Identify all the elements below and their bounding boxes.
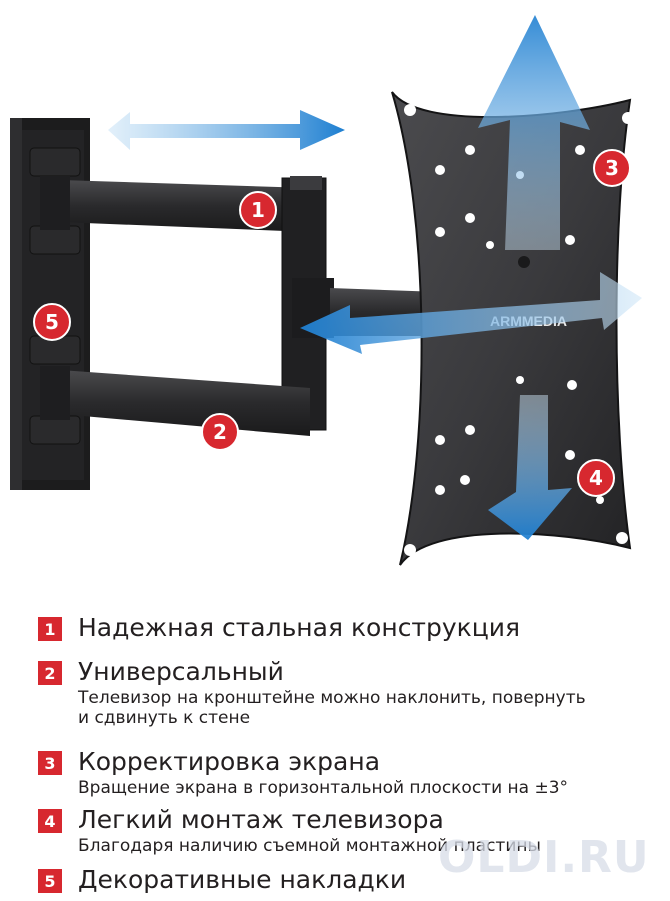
- svg-text:1: 1: [251, 198, 265, 222]
- feature-number-badge: 2: [38, 661, 62, 685]
- feature-item-1: 1 Надежная стальная конструкция: [38, 612, 668, 650]
- svg-text:3: 3: [605, 156, 619, 180]
- tilt-up-arrow: [478, 15, 590, 250]
- svg-text:2: 2: [213, 420, 227, 444]
- feature-description: Вращение экрана в горизонтальной плоскос…: [78, 778, 569, 798]
- callout-4: 4: [577, 459, 615, 497]
- feature-number-badge: 1: [38, 617, 62, 641]
- feature-number-badge: 3: [38, 751, 62, 775]
- feature-item-3: 3 Корректировка экрана Вращение экрана в…: [38, 746, 668, 804]
- svg-text:4: 4: [589, 466, 603, 490]
- lower-arm: [40, 366, 310, 436]
- feature-list: 1 Надежная стальная конструкция 2 Универ…: [38, 612, 668, 896]
- callout-1: 1: [239, 191, 277, 229]
- feature-title: Легкий монтаж телевизора: [78, 805, 444, 834]
- decorative-caps: [29, 147, 81, 445]
- feature-number-badge: 4: [38, 809, 62, 833]
- feature-title: Универсальный: [78, 657, 284, 686]
- tilt-down-arrow: [488, 395, 572, 540]
- feature-number-badge: 5: [38, 869, 62, 893]
- feature-title: Надежная стальная конструкция: [78, 613, 521, 642]
- feature-description-line-1: Телевизор на кронштейне можно наклонить,…: [78, 688, 586, 708]
- watermark: OLDI.RU: [438, 832, 650, 883]
- motion-arrows: [108, 15, 642, 540]
- svg-text:5: 5: [45, 310, 59, 334]
- feature-item-4: 4 Легкий монтаж телевизора Благодаря нал…: [38, 804, 668, 862]
- callout-3: 3: [593, 149, 631, 187]
- swivel-arrow: [300, 272, 642, 354]
- callout-5: 5: [33, 303, 71, 341]
- slide-arrow: [108, 110, 345, 150]
- feature-item-2: 2 Универсальный Телевизор на кронштейне …: [38, 656, 668, 740]
- bracket-illustration: ARMMEDIA 1 2 3 4 5: [10, 15, 642, 566]
- feature-description: Благодаря наличию съемной монтажной плас…: [78, 836, 541, 856]
- feature-title: Декоративные накладки: [78, 865, 407, 894]
- feature-description-line-2: и сдвинуть к стене: [78, 708, 251, 728]
- feature-item-5: 5 Декоративные накладки: [38, 864, 668, 896]
- callout-2: 2: [201, 413, 239, 451]
- feature-title: Корректировка экрана: [78, 747, 381, 776]
